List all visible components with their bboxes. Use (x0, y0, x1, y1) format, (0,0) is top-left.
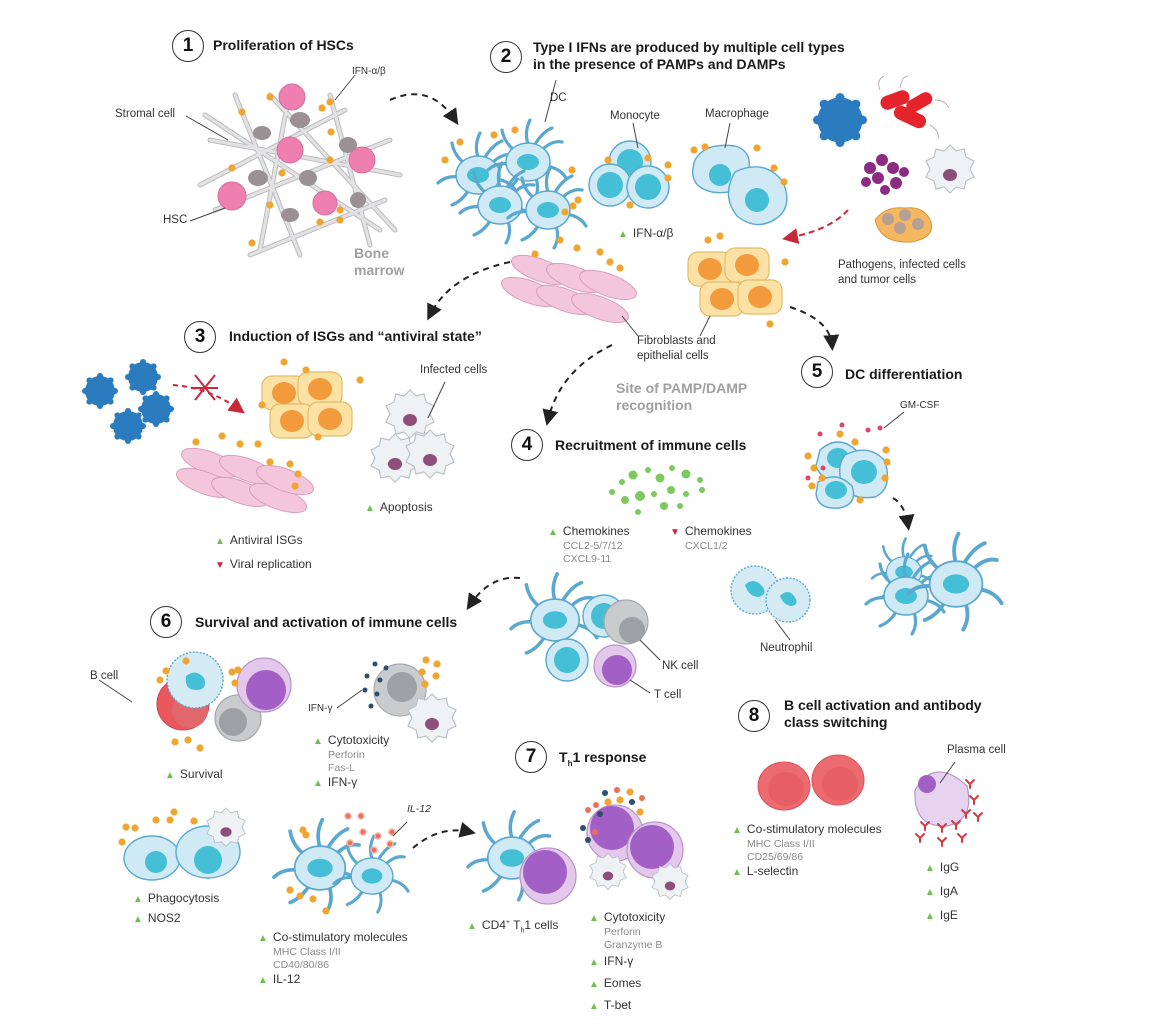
section-2-title-line1: Type I IFNs are produced by multiple cel… (533, 39, 845, 55)
pathogens-group (813, 75, 975, 243)
label-chemokines-up: Chemokines (548, 524, 630, 540)
section-6-number: 6 (150, 606, 182, 638)
section-1-number: 1 (172, 30, 204, 62)
b-cell-effects-block: Co-stimulatory molecules MHC Class I/II … (732, 822, 882, 880)
s6-dc-il12 (272, 812, 410, 915)
s3-fibroblasts (176, 432, 314, 514)
section-7-number: 7 (515, 741, 547, 773)
label-apoptosis: Apoptosis (365, 500, 433, 516)
label-viral-replication: Viral replication (215, 557, 312, 573)
arrow-5-dc-differentiation (892, 497, 915, 531)
section-5-number: 5 (801, 356, 833, 388)
dc-cluster (436, 118, 588, 250)
label-ifn-up: IFN-α/β (618, 226, 674, 242)
label-monocyte: Monocyte (610, 110, 660, 122)
arrow-4-to-6 (466, 576, 521, 610)
section-8-number: 8 (738, 700, 770, 732)
label-igg: IgG (925, 860, 959, 876)
section-5-title: DC differentiation (845, 366, 963, 382)
epithelial-cells (687, 232, 789, 328)
antibody-isotypes-block: IgG IgA IgE (925, 860, 959, 924)
dc-immune-cluster (509, 572, 649, 688)
label-chemokines-down: Chemokines (670, 524, 752, 540)
label-b-cell: B cell (90, 670, 119, 682)
label-dc: DC (550, 92, 567, 104)
label-neutrophil: Neutrophil (760, 642, 813, 654)
label-plasma-cell: Plasma cell (947, 744, 1006, 756)
th1-effects-block: Cytotoxicity Perforin Granzyme B IFN-γ E… (589, 910, 665, 1014)
label-iga: IgA (925, 884, 959, 900)
monocyte-cluster (588, 140, 672, 209)
s6-phagocytes (118, 807, 246, 881)
label-hsc: HSC (163, 214, 188, 226)
label-il12-secreted: IL-12 (407, 803, 431, 815)
label-ige: IgE (925, 908, 959, 924)
section-3-number: 3 (184, 321, 216, 353)
s3-infected-cells (370, 381, 455, 483)
fibroblasts (501, 236, 637, 324)
label-cd4-th1-cells: CD4+ Th1 cells (467, 915, 558, 938)
chemokines-down-block: Chemokines CXCL1/2 (670, 524, 752, 553)
section-4-number: 4 (511, 429, 543, 461)
label-macrophage: Macrophage (705, 108, 769, 120)
virus-cluster (82, 359, 174, 444)
label-ifn-gamma-secreted: IFN-γ (308, 703, 333, 714)
arrow-1-to-2 (389, 93, 459, 126)
bone-marrow-network (185, 74, 403, 258)
label-bone-marrow: Bone marrow (354, 245, 405, 278)
dc-effects-block: Co-stimulatory molecules MHC Class I/II … (258, 930, 408, 988)
label-antiviral-isgs: Antiviral ISGs (215, 533, 303, 549)
s5-precursors (804, 411, 905, 509)
nk-effects-block: Cytotoxicity Perforin Fas-L IFN-γ (313, 733, 389, 791)
label-ifn-alpha-beta: IFN-α/β (352, 66, 386, 77)
section-8-title: B cell activation and antibody class swi… (784, 697, 982, 730)
label-nk-cell: NK cell (662, 660, 699, 672)
s7-dc-t-contact (466, 810, 577, 905)
label-infected-cells: Infected cells (420, 364, 488, 376)
section-4-title: Recruitment of immune cells (555, 437, 747, 453)
label-gm-csf: GM-CSF (900, 400, 940, 411)
label-fibroblasts-epithelial: Fibroblasts and epithelial cells (637, 335, 716, 362)
s3-epithelial (258, 358, 364, 441)
s8-b-cells (757, 754, 865, 811)
section-2-title: Type I IFNs are produced by multiple cel… (533, 39, 845, 73)
section-3-title: Induction of ISGs and “antiviral state” (229, 328, 482, 344)
arrow-6-to-7 (412, 821, 476, 849)
label-site-pamp-damp: Site of PAMP/DAMP recognition (616, 380, 748, 413)
label-pathogens: Pathogens, infected cells and tumor cell… (838, 259, 966, 286)
section-1-title: Proliferation of HSCs (213, 37, 354, 53)
s8-plasma-cell (914, 761, 983, 847)
arrow-2-to-4 (542, 344, 613, 426)
s7-cytotoxic-t (580, 787, 689, 900)
neutrophils (730, 565, 811, 641)
chemokine-dots (609, 465, 705, 515)
section-7-title: Th1 response (559, 749, 647, 768)
section-6-title: Survival and activation of immune cells (195, 614, 458, 630)
arrow-2-to-3 (427, 261, 511, 321)
section-2-number: 2 (490, 41, 522, 73)
phagocyte-effects-block: Phagocytosis NOS2 (133, 891, 219, 927)
s5-dendritic-cells (864, 531, 1004, 636)
arrow-pathogen-to-epithelial (782, 209, 849, 244)
chemokines-up-block: Chemokines CCL2-5/7/12 CXCL9-11 (548, 524, 630, 566)
s6-survival-cells (98, 651, 292, 752)
label-t-cell: T cell (654, 689, 682, 701)
label-stromal-cell: Stromal cell (115, 108, 176, 120)
arrow-2-to-5 (789, 306, 840, 351)
section-2-title-line2: in the presence of PAMPs and DAMPs (533, 56, 786, 72)
block-x-icon (192, 374, 218, 401)
s6-nk-killing (336, 656, 457, 743)
label-survival: Survival (165, 767, 223, 783)
macrophage-cluster (690, 143, 788, 226)
